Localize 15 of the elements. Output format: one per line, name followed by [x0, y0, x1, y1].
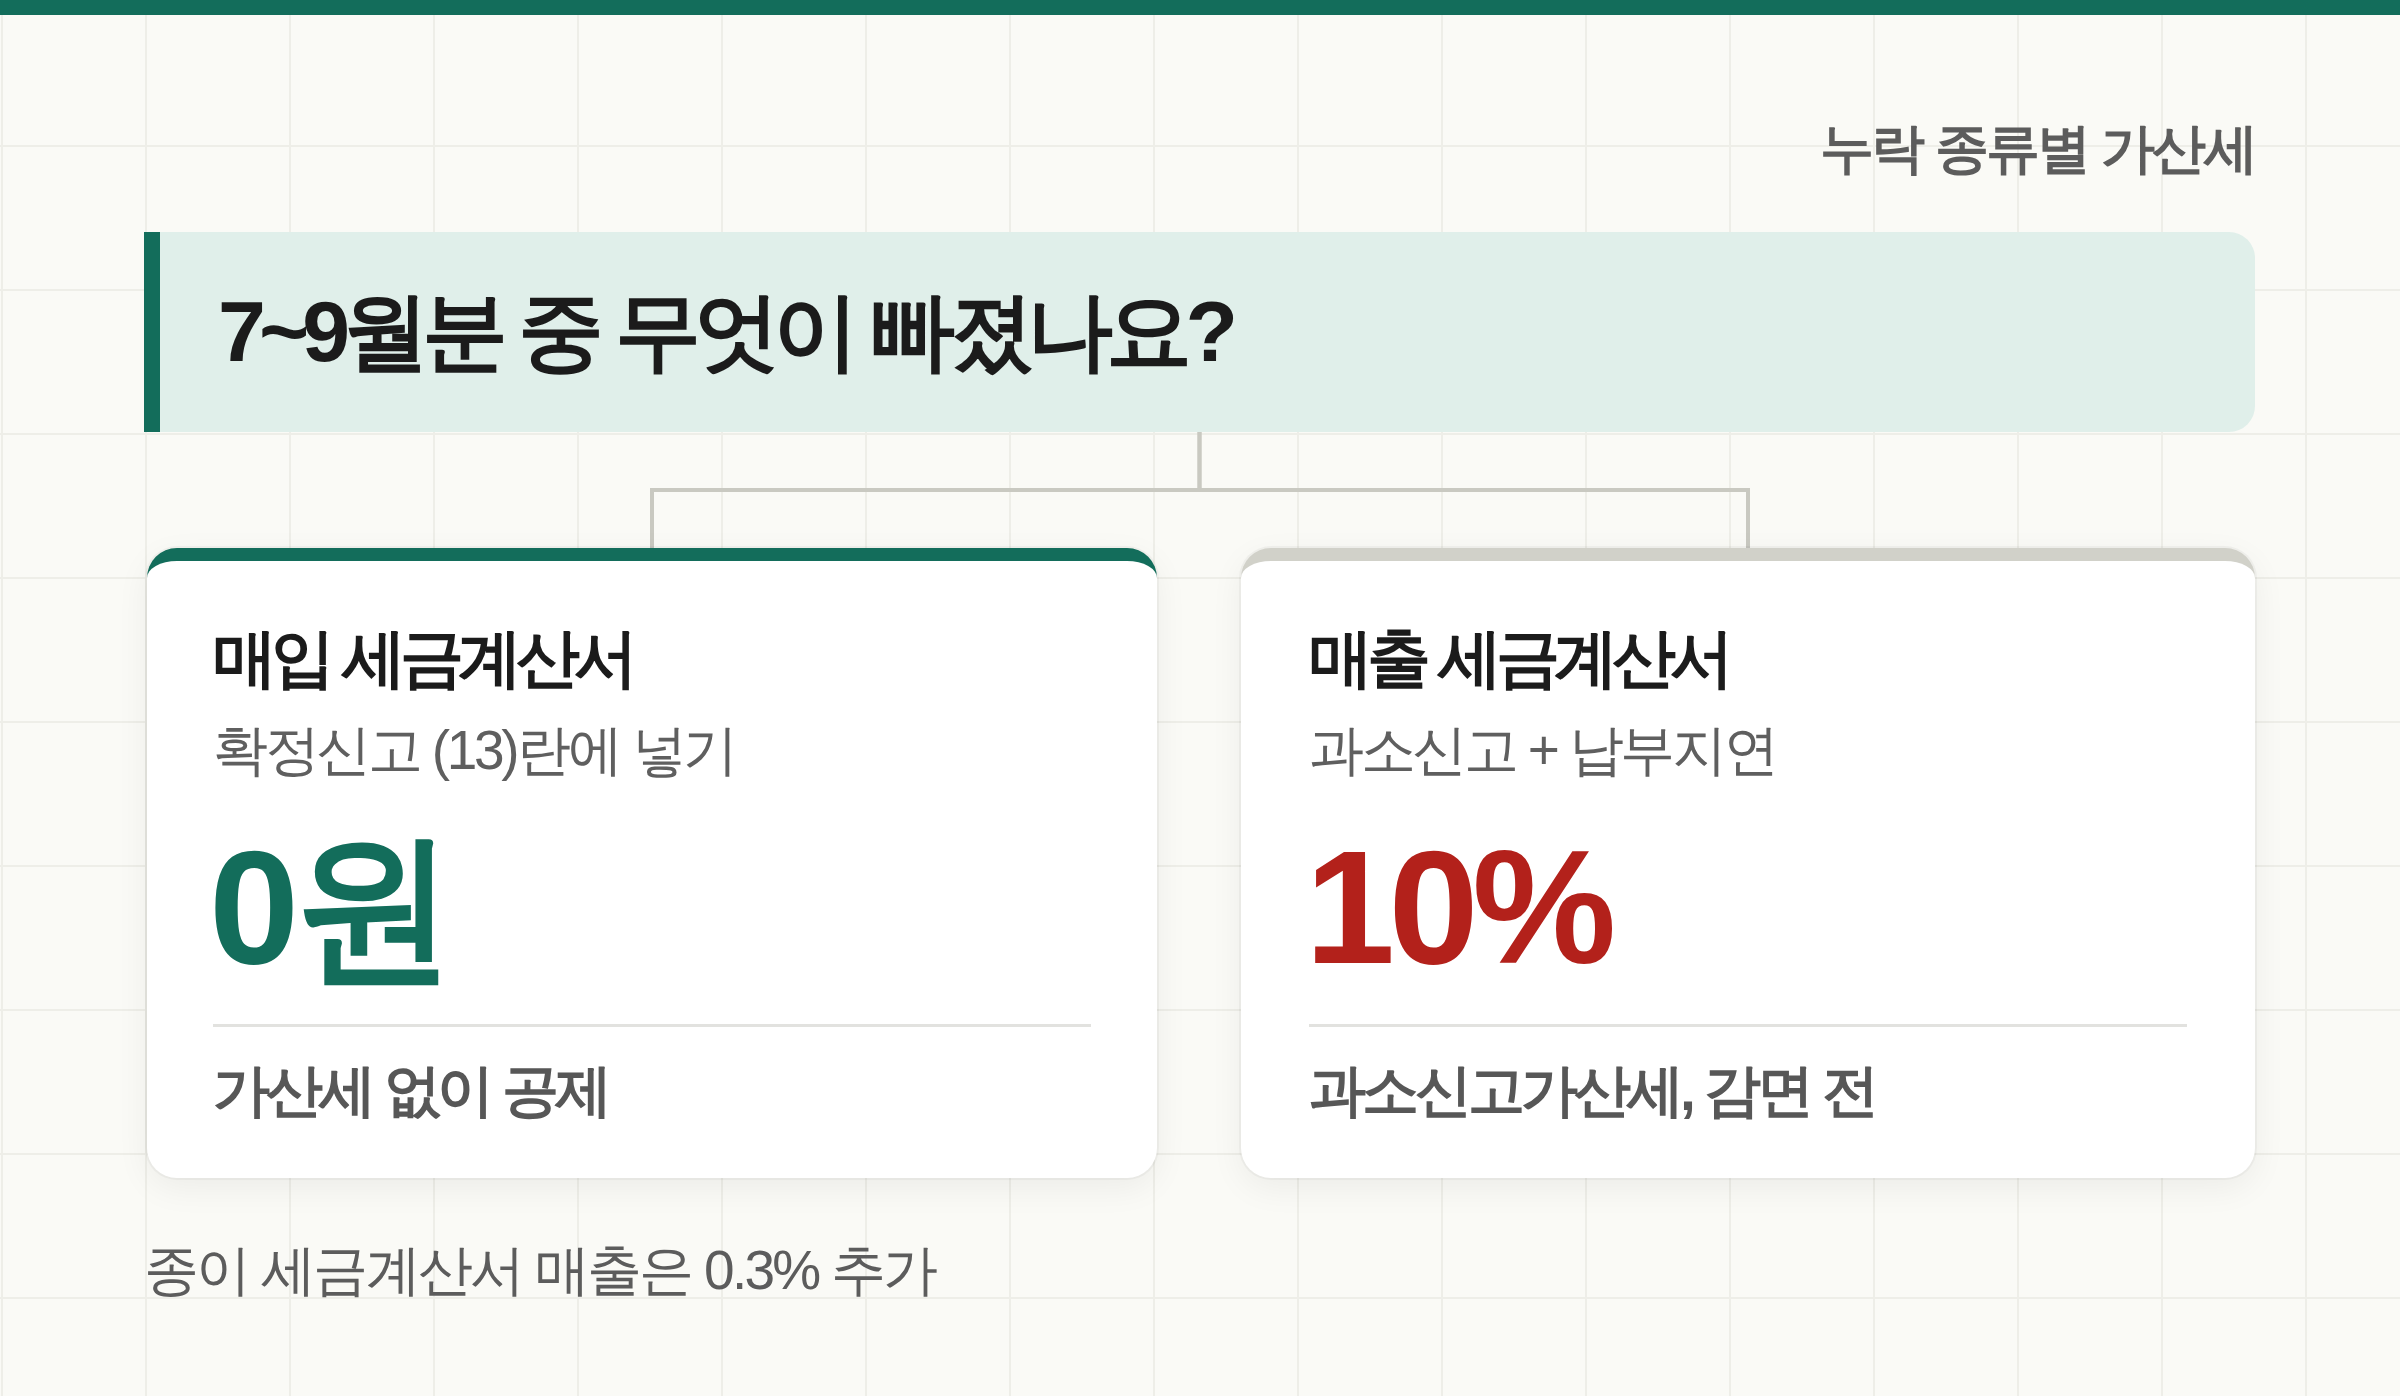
- question-banner: [144, 232, 2255, 432]
- big-figure: 10%: [1305, 821, 1610, 993]
- card-note: 과소신고가산세, 감면 전: [1309, 1057, 1875, 1124]
- footnote: 종이 세금계산서 매출은 0.3% 추가: [144, 1238, 936, 1303]
- big-figure: 0원: [209, 821, 449, 993]
- card-subtitle: 과소신고 + 납부지연: [1309, 718, 1776, 783]
- connector-line: [1197, 432, 1750, 548]
- info-card: [147, 548, 1157, 1178]
- question-heading: 7~9월분 중 무엇이 빠졌나요?: [218, 281, 1232, 381]
- header-label: 누락 종류별 가산세: [1820, 117, 2255, 180]
- info-card: [1241, 548, 2255, 1178]
- card-subtitle: 확정신고 (13)란에 넣기: [213, 718, 736, 783]
- card-note: 가산세 없이 공제: [213, 1057, 608, 1124]
- card-heading: 매출 세금계산서: [1309, 621, 1729, 696]
- card-heading: 매입 세금계산서: [213, 621, 633, 696]
